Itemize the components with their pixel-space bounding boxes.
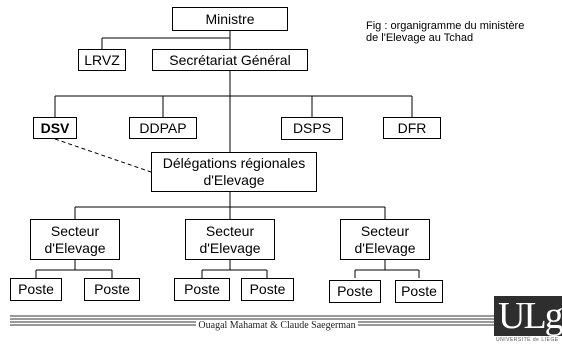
node-ddpap-label: DDPAP: [139, 119, 187, 136]
footer-credit-text: Ouagal Mahamat & Claude Saegerman: [196, 320, 358, 331]
node-dsps-label: DSPS: [292, 120, 332, 136]
node-delegations-label: Délégations régionales d'Elevage: [162, 155, 306, 188]
node-secteur-1: Secteur d'Elevage: [30, 219, 120, 260]
node-secteur-2: Secteur d'Elevage: [185, 219, 275, 260]
node-poste-1-label: Poste: [18, 281, 54, 297]
logo-subtext: UNIVERSITÉ de LIÈGE: [496, 337, 559, 343]
node-ministre: Ministre: [172, 7, 288, 31]
node-poste-3: Poste: [174, 278, 230, 301]
node-delegations-regionales: Délégations régionales d'Elevage: [151, 152, 317, 192]
footer-credit: Ouagal Mahamat & Claude Saegerman: [0, 320, 562, 331]
node-secteur-1-label: Secteur d'Elevage: [44, 222, 106, 256]
node-poste-5: Poste: [329, 280, 381, 303]
logo-mark: ULg: [494, 296, 562, 336]
node-dfr-label: DFR: [397, 119, 427, 136]
node-poste-6-label: Poste: [401, 283, 437, 299]
node-poste-2: Poste: [84, 278, 140, 301]
node-secteur-3-label: Secteur d'Elevage: [354, 222, 416, 256]
node-lrvz: LRVZ: [78, 49, 126, 71]
node-poste-4: Poste: [241, 278, 294, 301]
node-dsv: DSV: [33, 117, 77, 139]
node-ministre-label: Ministre: [205, 10, 255, 27]
connector-dsv-delegations-dashed: [54, 138, 152, 173]
node-ddpap: DDPAP: [129, 117, 197, 139]
node-poste-2-label: Poste: [94, 281, 130, 297]
node-secteur-3: Secteur d'Elevage: [340, 219, 430, 260]
node-poste-1: Poste: [10, 278, 62, 301]
node-dsv-label: DSV: [40, 119, 70, 136]
node-poste-5-label: Poste: [337, 283, 373, 299]
university-logo: ULg UNIVERSITÉ de LIÈGE: [494, 296, 562, 346]
node-secretariat-label: Secrétariat Général: [169, 51, 291, 68]
node-poste-3-label: Poste: [184, 281, 220, 297]
figure-caption-text: Fig : organigramme du ministère de l'Ele…: [366, 20, 525, 44]
node-poste-4-label: Poste: [249, 281, 286, 297]
node-lrvz-label: LRVZ: [84, 51, 120, 68]
node-dsps: DSPS: [281, 117, 343, 140]
node-secteur-2-label: Secteur d'Elevage: [199, 222, 261, 256]
figure-caption: Fig : organigramme du ministère de l'Ele…: [366, 20, 562, 44]
node-secretariat-general: Secrétariat Général: [152, 49, 308, 71]
node-poste-6: Poste: [395, 280, 443, 303]
node-dfr: DFR: [383, 117, 441, 139]
